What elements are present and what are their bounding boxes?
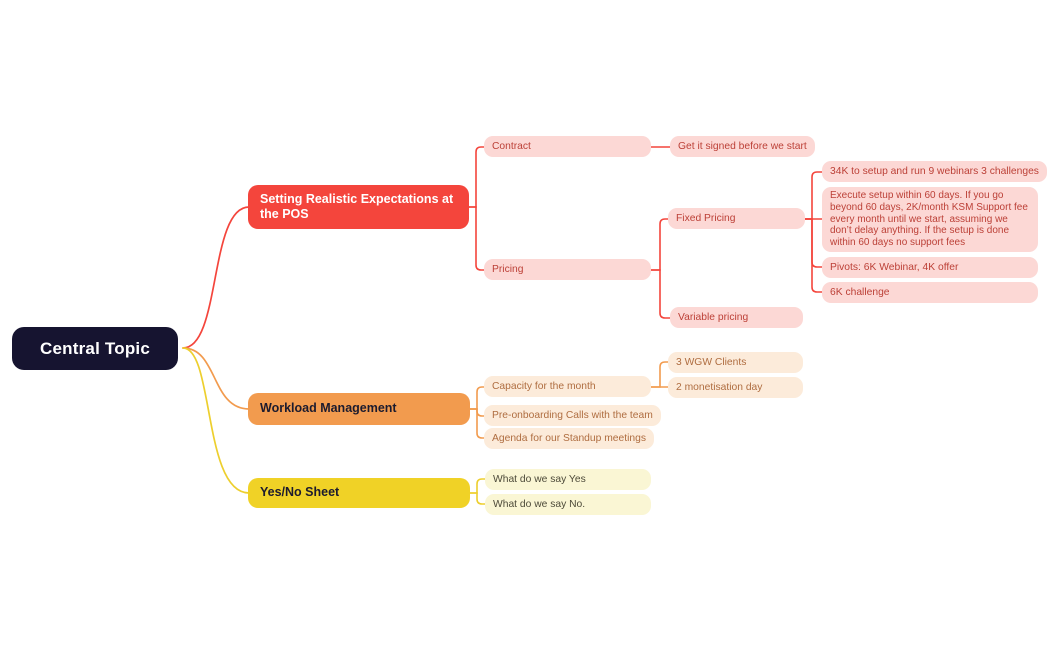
connector-central-to-branch3 <box>182 347 250 494</box>
connector-branch1-to-pricing <box>468 206 485 271</box>
node-capacity-for-month[interactable]: Capacity for the month <box>484 376 651 397</box>
branch-workload-management[interactable]: Workload Management <box>248 393 470 425</box>
node-6k-challenge[interactable]: 6K challenge <box>822 282 1038 303</box>
node-contract[interactable]: Contract <box>484 136 651 157</box>
connector-capacity-to-wgw <box>650 361 669 388</box>
connector-fixed-to-pivots <box>804 218 823 268</box>
central-topic-node[interactable]: Central Topic <box>12 327 178 370</box>
node-preonboarding-calls[interactable]: Pre-onboarding Calls with the team <box>484 405 661 426</box>
node-what-say-no[interactable]: What do we say No. <box>485 494 651 515</box>
connector-central-to-branch2 <box>182 347 250 410</box>
node-3-wgw-clients[interactable]: 3 WGW Clients <box>668 352 803 373</box>
node-pivots[interactable]: Pivots: 6K Webinar, 4K offer <box>822 257 1038 278</box>
node-fixed-pricing[interactable]: Fixed Pricing <box>668 208 805 229</box>
branch-setting-realistic-expectations[interactable]: Setting Realistic Expectations at the PO… <box>248 185 469 229</box>
node-34k-setup[interactable]: 34K to setup and run 9 webinars 3 challe… <box>822 161 1047 182</box>
connector-fixed-to-6k <box>804 218 823 293</box>
connector-branch2-to-capacity <box>469 386 486 410</box>
node-get-it-signed[interactable]: Get it signed before we start <box>670 136 815 157</box>
connector-branch1-to-contract <box>468 146 485 208</box>
connector-pricing-to-fixed <box>649 218 669 271</box>
node-pricing[interactable]: Pricing <box>484 259 651 280</box>
connector-branch3-to-yes <box>469 478 487 494</box>
connector-pricing-to-variable <box>649 269 671 319</box>
node-what-say-yes[interactable]: What do we say Yes <box>485 469 651 490</box>
node-2-monetisation-day[interactable]: 2 monetisation day <box>668 377 803 398</box>
node-execute-setup-60-days[interactable]: Execute setup within 60 days. If you go … <box>822 187 1038 252</box>
connector-central-to-branch1 <box>182 206 250 349</box>
connector-branch3-to-no <box>469 492 487 505</box>
node-variable-pricing[interactable]: Variable pricing <box>670 307 803 328</box>
connector-branch2-to-agenda <box>469 408 486 439</box>
node-standup-agenda[interactable]: Agenda for our Standup meetings <box>484 428 654 449</box>
connector-fixed-to-34k <box>804 171 823 220</box>
branch-yes-no-sheet[interactable]: Yes/No Sheet <box>248 478 470 508</box>
